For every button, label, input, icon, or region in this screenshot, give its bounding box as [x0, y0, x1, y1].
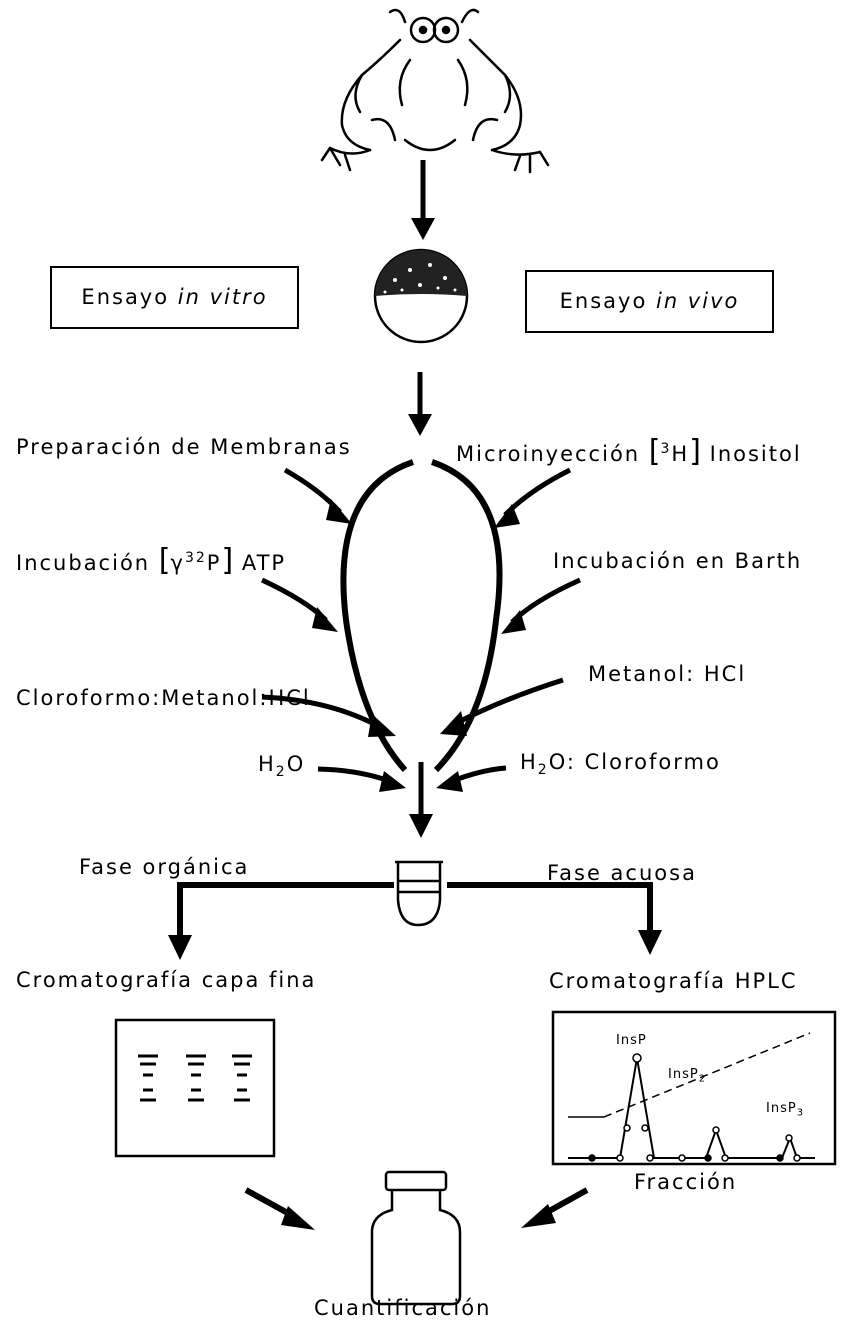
h-label: H [671, 442, 689, 466]
label-fraccion: Fracción [634, 1172, 737, 1193]
label-h2o-left: H2O [258, 754, 305, 779]
hplc-plot [553, 1012, 835, 1164]
microinyeccion-text: Microinyección [456, 442, 649, 466]
label-membranas: Preparación de Membranas [16, 437, 352, 458]
label-fase-organica: Fase orgánica [79, 857, 249, 878]
tlc-plate [116, 1020, 274, 1156]
in-vivo-label: Ensayo in vivo [527, 291, 772, 312]
h2o-left-o: O [287, 752, 306, 776]
in-vivo-prefix: Ensayo [560, 289, 656, 313]
bottle-icon [372, 1172, 460, 1304]
incubacion-prefix: Incubación [16, 551, 159, 575]
label-cromatografia-hplc: Cromatografía HPLC [549, 971, 798, 992]
h2o-right-rest: O: Cloroformo [549, 750, 721, 774]
h2o-right-sub: 2 [538, 762, 549, 778]
inositol-label: Inositol [710, 442, 802, 466]
bracket-close: ] [221, 543, 233, 578]
bracket-open-r: [ [649, 434, 661, 469]
in-vitro-em: in vitro [178, 285, 268, 309]
insp2-base: InsP [668, 1067, 699, 1082]
in-vivo-box: Ensayo in vivo [525, 270, 774, 333]
insp3-sub: 3 [797, 1108, 804, 1119]
label-insp: InsP [616, 1034, 647, 1047]
p-label: P [207, 551, 222, 575]
label-insp2: InsP2 [668, 1068, 706, 1085]
label-incubacion-atp: Incubación [γ32P] ATP [16, 546, 286, 576]
label-microinyeccion: Microinyección [3H] Inositol [456, 437, 802, 467]
insp2-sub: 2 [699, 1074, 706, 1085]
label-cloroformo-metanol-hcl: Cloroformo:Metanol:HCl [16, 688, 311, 709]
in-vitro-prefix: Ensayo [81, 285, 177, 309]
h2o-left-h: H [258, 752, 276, 776]
sup-3: 3 [661, 441, 672, 457]
sup-32: 32 [185, 550, 207, 566]
h2o-left-sub: 2 [276, 764, 287, 780]
in-vitro-label: Ensayo in vitro [52, 287, 297, 308]
label-metanol-hcl: Metanol: HCl [588, 664, 746, 685]
gamma-symbol: γ [171, 551, 185, 575]
h2o-right-h: H [520, 750, 538, 774]
label-cromatografia-capa-fina: Cromatografía capa fina [16, 970, 316, 991]
oocyte [375, 250, 467, 342]
frog-illustration [322, 10, 548, 172]
label-insp3: InsP3 [766, 1102, 804, 1119]
label-fase-acuosa: Fase acuosa [547, 863, 697, 884]
in-vivo-em: in vivo [656, 289, 739, 313]
atp-label: ATP [242, 551, 286, 575]
test-tube [395, 862, 443, 925]
label-incubacion-barth: Incubación en Barth [553, 551, 802, 572]
label-cuantificacion: Cuantificación [314, 1298, 491, 1319]
in-vitro-box: Ensayo in vitro [50, 266, 299, 329]
insp3-base: InsP [766, 1101, 797, 1116]
bracket-open: [ [159, 543, 171, 578]
label-h2o-cloroformo: H2O: Cloroformo [520, 752, 721, 777]
bracket-close-r: ] [689, 434, 701, 469]
